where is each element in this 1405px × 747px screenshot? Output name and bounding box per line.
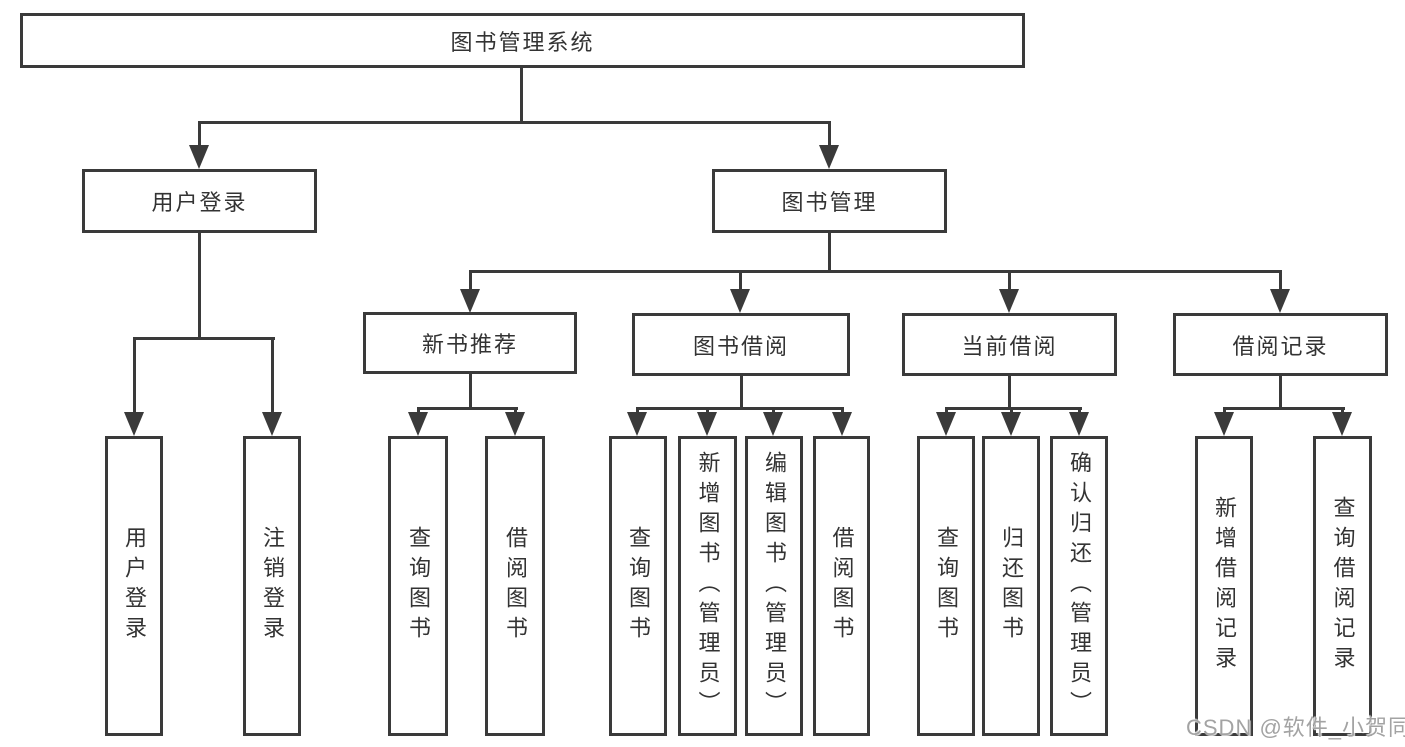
arrow-down-icon: [1270, 289, 1290, 313]
node-user-login: 用户登录: [82, 169, 317, 233]
edge-line: [945, 407, 948, 416]
edge-line: [1279, 376, 1282, 410]
leaf-label: 新增借阅记录: [1212, 496, 1237, 676]
edge-line: [133, 337, 136, 414]
edge-line: [469, 374, 472, 410]
leaf-label: 编辑图书（管理员）: [762, 451, 787, 721]
edge-line: [469, 270, 472, 292]
arrow-down-icon: [1214, 412, 1234, 436]
node-leaf-logout: 注销登录: [243, 436, 301, 736]
node-book-borrowing-label: 图书借阅: [692, 333, 789, 359]
arrow-down-icon: [936, 412, 956, 436]
node-current-borrowing-label: 当前借阅: [961, 333, 1058, 359]
edge-line: [133, 337, 275, 340]
edge-line: [772, 407, 775, 416]
leaf-label: 确认归还（管理员）: [1067, 451, 1092, 721]
edge-line: [841, 407, 844, 416]
arrow-down-icon: [262, 412, 282, 436]
leaf-label: 借阅图书: [829, 526, 855, 646]
leaf-label: 借阅图书: [503, 526, 528, 646]
node-leaf-query-books: 查询图书: [917, 436, 975, 736]
edge-line: [198, 233, 201, 340]
node-leaf-borrow-books: 借阅图书: [813, 436, 870, 736]
arrow-down-icon: [730, 289, 750, 313]
edge-line: [1279, 270, 1282, 292]
node-leaf-edit-book-admin: 编辑图书（管理员）: [745, 436, 803, 736]
node-new-book-recommend-label: 新书推荐: [421, 332, 518, 357]
node-borrow-records-label: 借阅记录: [1232, 333, 1329, 359]
node-leaf-query-books: 查询图书: [388, 436, 448, 736]
edge-line: [417, 407, 420, 416]
edge-line: [1223, 407, 1345, 410]
arrow-down-icon: [999, 289, 1019, 313]
edge-line: [417, 407, 518, 410]
arrow-down-icon: [627, 412, 647, 436]
leaf-label: 查询图书: [934, 526, 959, 646]
arrow-down-icon: [697, 412, 717, 436]
node-leaf-query-borrow-record: 查询借阅记录: [1313, 436, 1372, 736]
node-leaf-confirm-return-admin: 确认归还（管理员）: [1050, 436, 1108, 736]
edge-line: [1078, 407, 1081, 416]
edge-line: [469, 270, 1282, 273]
node-current-borrowing: 当前借阅: [902, 313, 1117, 376]
node-library-system-label: 图书管理系统: [450, 29, 595, 55]
edge-line: [636, 407, 639, 416]
node-leaf-borrow-books: 借阅图书: [485, 436, 545, 736]
edge-line: [1341, 407, 1344, 416]
node-leaf-user-login: 用户登录: [105, 436, 163, 736]
arrow-down-icon: [1001, 412, 1021, 436]
leaf-label: 用户登录: [122, 526, 147, 646]
edge-line: [1223, 407, 1226, 416]
arrow-down-icon: [832, 412, 852, 436]
arrow-down-icon: [124, 412, 144, 436]
edge-line: [1008, 376, 1011, 410]
csdn-watermark: CSDN @软件_小贺同学: [1186, 715, 1405, 740]
edge-line: [271, 337, 274, 414]
edge-line: [828, 121, 831, 147]
leaf-label: 注销登录: [260, 526, 285, 646]
edge-line: [828, 233, 831, 273]
edge-line: [1010, 407, 1013, 416]
arrow-down-icon: [1069, 412, 1089, 436]
edge-line: [514, 407, 517, 416]
arrow-down-icon: [819, 145, 839, 169]
edge-line: [739, 270, 742, 292]
node-new-book-recommend: 新书推荐: [363, 312, 577, 374]
edge-line: [198, 121, 831, 124]
arrow-down-icon: [1332, 412, 1352, 436]
edge-line: [740, 376, 743, 410]
arrow-down-icon: [408, 412, 428, 436]
edge-line: [945, 407, 1082, 410]
node-library-system: 图书管理系统: [20, 13, 1025, 68]
arrow-down-icon: [460, 289, 480, 313]
edge-line: [706, 407, 709, 416]
arrow-down-icon: [763, 412, 783, 436]
leaf-label: 查询借阅记录: [1330, 496, 1356, 676]
node-book-management-label: 图书管理: [781, 190, 878, 215]
leaf-label: 查询图书: [406, 526, 431, 646]
leaf-label: 归还图书: [999, 526, 1024, 646]
node-book-borrowing: 图书借阅: [632, 313, 850, 376]
edge-line: [636, 407, 844, 410]
arrow-down-icon: [189, 145, 209, 169]
leaf-label: 查询图书: [626, 526, 651, 646]
node-leaf-add-book-admin: 新增图书（管理员）: [678, 436, 737, 736]
leaf-label: 新增图书（管理员）: [695, 451, 721, 721]
edge-line: [1008, 270, 1011, 292]
arrow-down-icon: [505, 412, 525, 436]
node-leaf-return-book: 归还图书: [982, 436, 1040, 736]
node-leaf-add-borrow-record: 新增借阅记录: [1195, 436, 1253, 736]
node-borrow-records: 借阅记录: [1173, 313, 1388, 376]
edge-line: [198, 121, 201, 147]
node-leaf-query-books: 查询图书: [609, 436, 667, 736]
node-user-login-label: 用户登录: [151, 190, 248, 215]
node-book-management: 图书管理: [712, 169, 947, 233]
edge-line: [520, 68, 523, 124]
